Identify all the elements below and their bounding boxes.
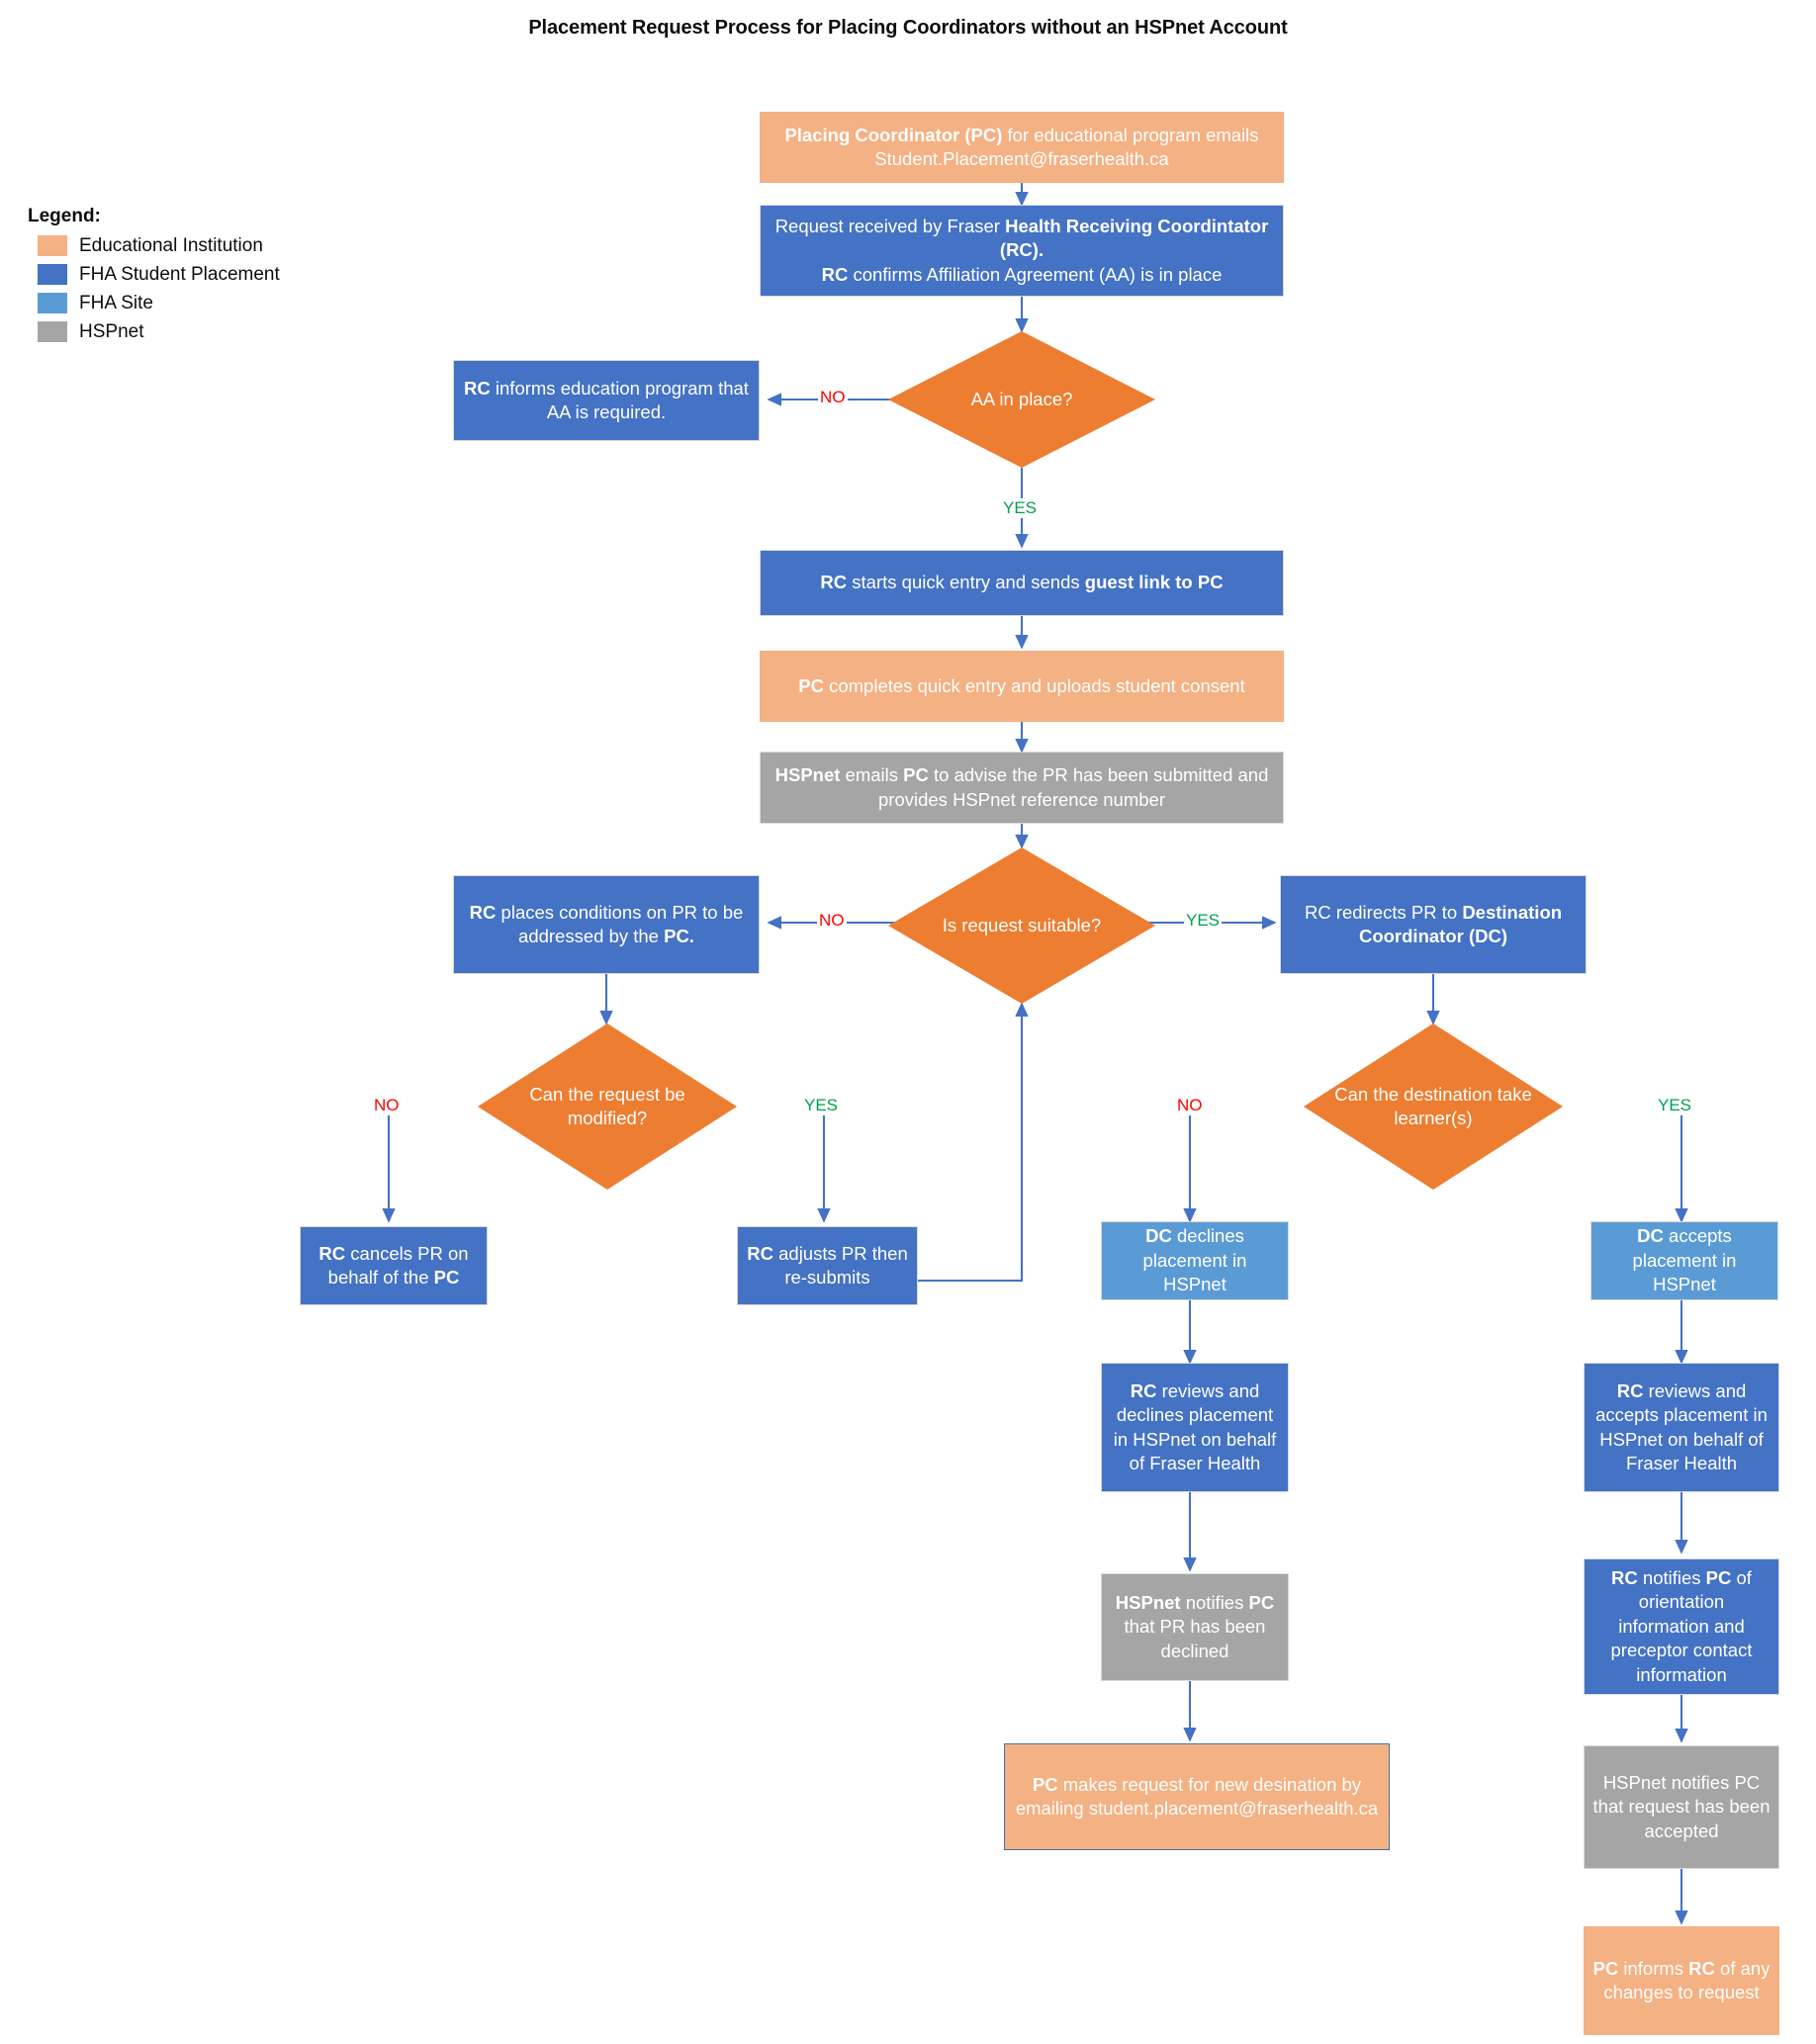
node-hspnet-notifies-accepted-text: HSPnet notifies PC that request has been… <box>1592 1771 1771 1841</box>
legend-swatch-hspnet <box>38 321 67 342</box>
edge-label-destination-yes: YES <box>1656 1096 1694 1115</box>
legend-item-educational-institution: Educational Institution <box>28 231 354 260</box>
node-dc-declines-text: DC declines placement in HSPnet <box>1142 1225 1247 1295</box>
node-can-destination-take[interactable]: Can the destination take learner(s) <box>1304 1023 1563 1190</box>
node-request-received-text: Request received by Fraser Health Receiv… <box>774 215 1269 285</box>
edge-label-aa-no: NO <box>818 388 848 407</box>
node-hspnet-notifies-accepted[interactable]: HSPnet notifies PC that request has been… <box>1584 1745 1779 1869</box>
node-rc-reviews-accepts[interactable]: RC reviews and accepts placement in HSPn… <box>1584 1363 1779 1492</box>
edge-label-suitable-yes: YES <box>1184 911 1223 931</box>
legend: Legend: Educational Institution FHA Stud… <box>28 206 354 346</box>
edge-label-modified-yes: YES <box>802 1096 841 1115</box>
node-rc-redirects-text: RC redirects PR to Destination Coordinat… <box>1304 901 1563 946</box>
node-pc-makes-request[interactable]: PC makes request for new desination by e… <box>1004 1743 1390 1850</box>
edge-label-destination-no: NO <box>1175 1096 1205 1115</box>
node-can-request-be-modified-text: Can the request be modified? <box>529 1083 685 1128</box>
node-rc-reviews-declines-text: RC reviews and declines placement in HSP… <box>1113 1379 1277 1473</box>
node-rc-cancels-pr-text: RC cancels PR on behalf of the PC <box>318 1242 469 1288</box>
legend-swatch-fha-student-placement <box>38 264 67 285</box>
node-pc-informs-rc-text: PC informs RC of any changes to request <box>1592 1957 1771 2002</box>
node-hspnet-notifies-declined[interactable]: HSPnet notifies PC that PR has been decl… <box>1101 1573 1289 1681</box>
node-rc-informs-education-text: RC informs education program that AA is … <box>464 377 749 422</box>
legend-label-hspnet: HSPnet <box>79 320 144 342</box>
node-rc-informs-education[interactable]: RC informs education program that AA is … <box>453 360 760 441</box>
legend-item-fha-student-placement: FHA Student Placement <box>28 260 354 289</box>
node-dc-accepts-text: DC accepts placement in HSPnet <box>1632 1225 1737 1295</box>
legend-title: Legend: <box>28 206 101 226</box>
node-hspnet-emails-pc[interactable]: HSPnet emails PC to advise the PR has be… <box>760 752 1284 824</box>
edge-label-modified-no: NO <box>372 1096 402 1115</box>
legend-label-educational-institution: Educational Institution <box>79 234 263 256</box>
legend-swatch-educational-institution <box>38 235 67 256</box>
node-rc-quick-entry[interactable]: RC starts quick entry and sends guest li… <box>760 550 1284 616</box>
legend-label-fha-site: FHA Site <box>79 292 153 313</box>
node-is-request-suitable[interactable]: Is request suitable? <box>888 847 1155 1004</box>
node-rc-reviews-declines[interactable]: RC reviews and declines placement in HSP… <box>1101 1363 1289 1492</box>
node-pc-makes-request-text: PC makes request for new desination by e… <box>1015 1773 1379 1819</box>
node-rc-places-conditions-text: RC places conditions on PR to be address… <box>469 901 744 946</box>
node-hspnet-emails-pc-text: HSPnet emails PC to advise the PR has be… <box>774 764 1269 810</box>
node-can-destination-take-text: Can the destination take learner(s) <box>1334 1083 1532 1128</box>
node-dc-accepts[interactable]: DC accepts placement in HSPnet <box>1590 1221 1778 1300</box>
page-title: Placement Request Process for Placing Co… <box>528 17 1288 39</box>
node-pc-completes-text: PC completes quick entry and uploads stu… <box>798 674 1245 696</box>
node-rc-notifies-orientation[interactable]: RC notifies PC of orientation informatio… <box>1584 1558 1779 1695</box>
node-pc-emails-text: Placing Coordinator (PC) for educational… <box>784 124 1259 169</box>
node-pc-informs-rc[interactable]: PC informs RC of any changes to request <box>1584 1926 1779 2035</box>
edge-label-suitable-no: NO <box>817 911 847 931</box>
node-rc-reviews-accepts-text: RC reviews and accepts placement in HSPn… <box>1595 1379 1768 1473</box>
node-request-received[interactable]: Request received by Fraser Health Receiv… <box>760 205 1284 297</box>
node-rc-quick-entry-text: RC starts quick entry and sends guest li… <box>820 572 1224 593</box>
node-rc-places-conditions[interactable]: RC places conditions on PR to be address… <box>453 875 760 974</box>
node-aa-in-place-text: AA in place? <box>970 388 1073 409</box>
node-pc-completes[interactable]: PC completes quick entry and uploads stu… <box>760 651 1284 722</box>
node-pc-emails[interactable]: Placing Coordinator (PC) for educational… <box>760 112 1284 183</box>
legend-item-hspnet: HSPnet <box>28 317 354 346</box>
edge-label-aa-yes: YES <box>1001 498 1040 518</box>
node-dc-declines[interactable]: DC declines placement in HSPnet <box>1101 1221 1289 1300</box>
node-rc-redirects[interactable]: RC redirects PR to Destination Coordinat… <box>1280 875 1587 974</box>
node-rc-cancels-pr[interactable]: RC cancels PR on behalf of the PC <box>300 1226 488 1305</box>
legend-swatch-fha-site <box>38 293 67 313</box>
legend-item-fha-site: FHA Site <box>28 289 354 317</box>
node-can-request-be-modified[interactable]: Can the request be modified? <box>478 1023 737 1190</box>
legend-label-fha-student-placement: FHA Student Placement <box>79 263 280 285</box>
node-rc-adjusts-pr[interactable]: RC adjusts PR then re-submits <box>737 1226 918 1305</box>
node-rc-notifies-orientation-text: RC notifies PC of orientation informatio… <box>1610 1566 1753 1685</box>
node-aa-in-place[interactable]: AA in place? <box>888 331 1155 468</box>
node-rc-adjusts-pr-text: RC adjusts PR then re-submits <box>747 1242 908 1288</box>
node-is-request-suitable-text: Is request suitable? <box>942 914 1102 935</box>
node-hspnet-notifies-declined-text: HSPnet notifies PC that PR has been decl… <box>1115 1591 1275 1661</box>
